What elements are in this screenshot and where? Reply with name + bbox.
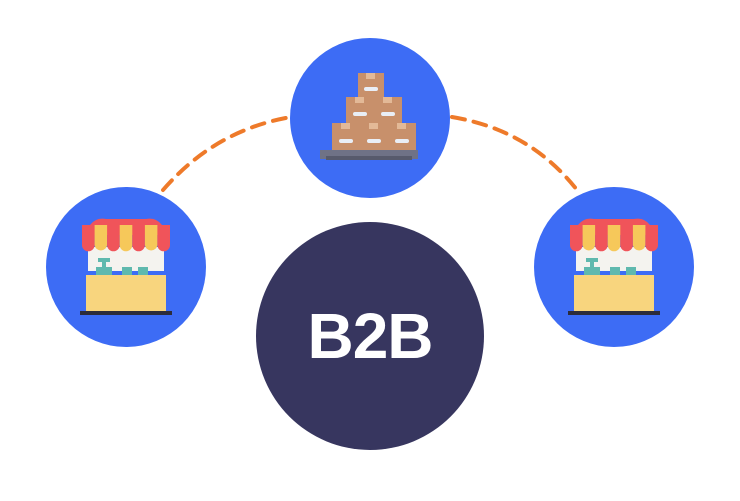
business-node-right (534, 187, 694, 347)
boxes-pallet-icon (320, 73, 418, 160)
storefront-icon (568, 218, 660, 315)
connector-right (450, 115, 579, 192)
b2b-center-node (256, 222, 484, 450)
connector-left (161, 115, 293, 192)
supplier-node (290, 38, 450, 198)
storefront-icon (80, 218, 172, 315)
business-node-left (46, 187, 206, 347)
